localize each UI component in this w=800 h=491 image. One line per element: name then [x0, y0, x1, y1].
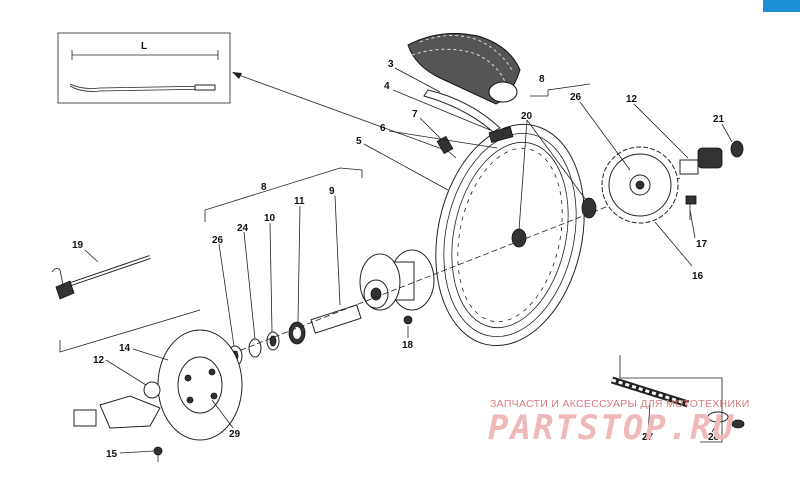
label-part-3: 3: [388, 59, 394, 70]
label-part-14: 14: [119, 343, 131, 354]
callout-arrow-line: [235, 73, 446, 151]
rim-lock: [488, 126, 514, 143]
bearing-right-outer: [581, 197, 597, 219]
leader-6: [388, 130, 498, 149]
label-part-6: 6: [380, 123, 386, 134]
chain-adjuster-right: [697, 147, 723, 169]
leader-11: [297, 205, 301, 323]
label-part-8-left: 8: [261, 182, 267, 193]
leader-3: [394, 67, 441, 93]
bearing-right-inner: [511, 228, 527, 248]
label-part-4: 4: [384, 81, 390, 92]
wheel-axle: [51, 255, 151, 300]
tyre-section: [407, 32, 521, 105]
label-part-29: 29: [229, 429, 241, 440]
label-part-20: 20: [521, 111, 533, 122]
label-part-10: 10: [264, 213, 276, 224]
rear-sprocket: [601, 146, 679, 224]
arrow-head-icon: [232, 72, 242, 79]
label-part-11: 11: [294, 196, 305, 207]
leader-7: [419, 117, 445, 143]
leader-12-left: [105, 359, 147, 386]
leader-20a: [518, 119, 528, 231]
leader-5: [363, 143, 449, 191]
axle-centerline: [189, 177, 681, 371]
bolt-15: [153, 446, 163, 462]
group-bracket-left-lower: [59, 309, 201, 353]
group-bracket-chain: [619, 355, 723, 443]
leader-9: [334, 195, 341, 306]
rim-strip: [423, 89, 501, 133]
watermark-caption: ЗАПЧАСТИ И АКСЕССУАРЫ ДЛЯ МОТОТЕХНИКИ: [490, 398, 750, 410]
chain-adjuster-left: [73, 409, 97, 427]
label-part-19: 19: [72, 240, 84, 251]
leader-14: [132, 348, 169, 361]
label-part-12-right: 12: [626, 94, 638, 105]
dimension-label-l: L: [141, 41, 147, 52]
spacer-tube: [310, 304, 362, 334]
label-part-9: 9: [329, 186, 335, 197]
leader-12-right: [633, 103, 689, 159]
spoke-detail-inset: L: [57, 32, 231, 104]
brake-caliper-bracket: [99, 395, 161, 429]
label-part-15: 15: [106, 449, 118, 460]
group-bracket-8-left: [204, 167, 363, 222]
leader-21: [721, 123, 733, 143]
wheel-rim: [435, 123, 585, 347]
leader-19: [84, 249, 99, 263]
group-bracket-8-top: [530, 83, 591, 97]
label-part-27: 27: [642, 432, 654, 443]
corner-tab[interactable]: [763, 0, 800, 12]
axle-nut: [730, 140, 744, 158]
leader-15: [119, 450, 155, 454]
nut-18: [403, 315, 413, 325]
label-part-12-left: 12: [93, 355, 105, 366]
watermark-brand-logo: PARTSTOP.RU: [488, 408, 736, 448]
leader-16: [654, 221, 693, 267]
label-part-26-right: 26: [570, 92, 582, 103]
leader-27: [647, 403, 651, 433]
spacer-left: [143, 381, 161, 399]
leader-17: [689, 209, 696, 239]
leader-4: [392, 89, 491, 131]
label-part-18: 18: [402, 340, 414, 351]
leader-10: [269, 222, 273, 333]
leader-29: [211, 399, 234, 429]
leader-28: [711, 421, 719, 433]
leader-26-right: [579, 101, 631, 171]
label-part-8-top: 8: [539, 74, 545, 85]
leader-20b: [526, 119, 587, 201]
drive-chain: [610, 376, 690, 408]
leader-24: [243, 231, 256, 340]
label-part-24: 24: [237, 223, 249, 234]
label-part-28: 28: [708, 432, 720, 443]
label-part-5: 5: [356, 136, 362, 147]
bearing-set-left: [227, 321, 306, 367]
leader-26-left: [218, 243, 235, 347]
label-part-21: 21: [713, 114, 725, 125]
spacer-right: [679, 159, 699, 175]
label-part-16: 16: [692, 271, 704, 282]
label-part-17: 17: [696, 239, 708, 250]
wheel-hub: [359, 249, 435, 311]
label-part-7: 7: [412, 109, 418, 120]
label-part-26-left: 26: [212, 235, 224, 246]
